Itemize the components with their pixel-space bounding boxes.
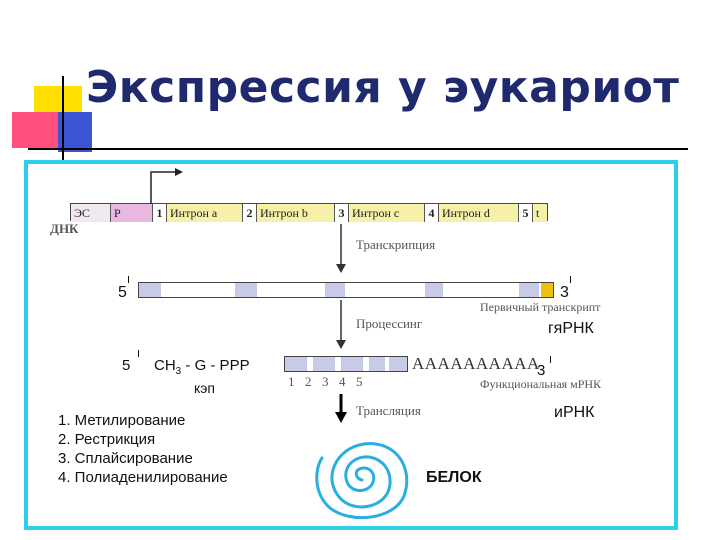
down-arrow-translation xyxy=(335,394,347,423)
prime-tick-3 xyxy=(138,350,139,357)
deco-square-pink xyxy=(12,112,58,148)
transcription-start-arrow xyxy=(150,168,183,204)
step-item: 4. Полиаденилирование xyxy=(58,469,228,486)
step-item: 1. Метилирование xyxy=(58,412,186,429)
diagram-frame xyxy=(24,160,678,530)
dna-segment-exon-4: 4 xyxy=(425,204,439,222)
deco-vline xyxy=(62,76,64,160)
dna-segment-exon-5: 5 xyxy=(519,204,533,222)
primary-five-prime: 5 xyxy=(118,284,127,301)
dna-segment-intron-b: Интрон b xyxy=(257,204,335,222)
primary-tail xyxy=(541,283,553,297)
protein-label: БЕЛОК xyxy=(426,469,482,486)
mature-mrna-bar xyxy=(284,356,408,372)
cap-formula-ch: CH xyxy=(154,357,176,374)
polya-tail: АААААААААА xyxy=(412,354,540,373)
mature-exon-1 xyxy=(285,357,307,371)
cap-formula-rest: - G - PPP xyxy=(181,357,250,374)
mature-exon-4 xyxy=(369,357,385,371)
exon-number-5: 5 xyxy=(356,374,363,389)
exon-number-4: 4 xyxy=(339,374,346,389)
dna-segment-promoter: Р xyxy=(111,204,153,222)
mature-exon-2 xyxy=(313,357,335,371)
primary-transcript-bar xyxy=(138,282,554,298)
mature-three-prime: 3 xyxy=(537,362,546,379)
deco-hline xyxy=(28,148,688,150)
mature-exon-5 xyxy=(389,357,407,371)
primary-exon-4 xyxy=(425,283,443,297)
dna-label: ДНК xyxy=(50,221,79,236)
protein-spiral-icon xyxy=(315,442,409,520)
exon-number-3: 3 xyxy=(322,374,329,389)
prime-tick-4 xyxy=(550,356,551,363)
processing-label: Процессинг xyxy=(356,316,423,331)
exon-number-1: 1 xyxy=(288,374,295,389)
down-arrow-transcription xyxy=(336,224,346,273)
processing-steps-list: 1. Метилирование 2. Рестрикция 3. Сплайс… xyxy=(58,411,228,487)
cap-formula-sub: 3 xyxy=(175,366,182,377)
step-item: 3. Сплайсирование xyxy=(58,450,193,467)
prime-tick-2 xyxy=(570,276,571,283)
mature-caption: Функциональная мРНК xyxy=(480,377,602,391)
prime-tick-1 xyxy=(128,276,129,283)
exon-number-2: 2 xyxy=(305,374,312,389)
primary-exon-5 xyxy=(519,283,539,297)
dna-bar: ЭС Р 1 Интрон а 2 Интрон b 3 Интрон с 4 … xyxy=(70,203,548,222)
mature-five-prime: 5 xyxy=(122,357,131,374)
down-arrow-processing xyxy=(336,300,346,349)
page-title: Экспрессия у эукариот xyxy=(86,62,680,113)
dna-segment-exon-1: 1 xyxy=(153,204,167,222)
cap-formula: CH3 - G - PPP xyxy=(154,357,250,377)
transcription-label: Транскрипция xyxy=(356,237,436,252)
translation-label: Трансляция xyxy=(356,403,421,418)
dna-segment-exon-2: 2 xyxy=(243,204,257,222)
primary-exon-3 xyxy=(325,283,345,297)
dna-segment-terminator: t xyxy=(533,204,547,222)
primary-label-hnrna: гяРНК xyxy=(548,320,594,337)
dna-segment-intron-c: Интрон с xyxy=(349,204,425,222)
mature-label-mrna: иРНК xyxy=(554,404,595,421)
dna-segment-exon-3: 3 xyxy=(335,204,349,222)
dna-segment-intron-a: Интрон а xyxy=(167,204,243,222)
step-item: 2. Рестрикция xyxy=(58,431,156,448)
primary-three-prime: 3 xyxy=(560,284,569,301)
primary-exon-2 xyxy=(235,283,257,297)
mature-exon-3 xyxy=(341,357,363,371)
cap-label: кэп xyxy=(194,380,216,396)
primary-exon-1 xyxy=(139,283,161,297)
dna-segment-es: ЭС xyxy=(71,204,111,222)
primary-caption: Первичный транскрипт xyxy=(480,300,601,314)
dna-segment-intron-d: Интрон d xyxy=(439,204,519,222)
